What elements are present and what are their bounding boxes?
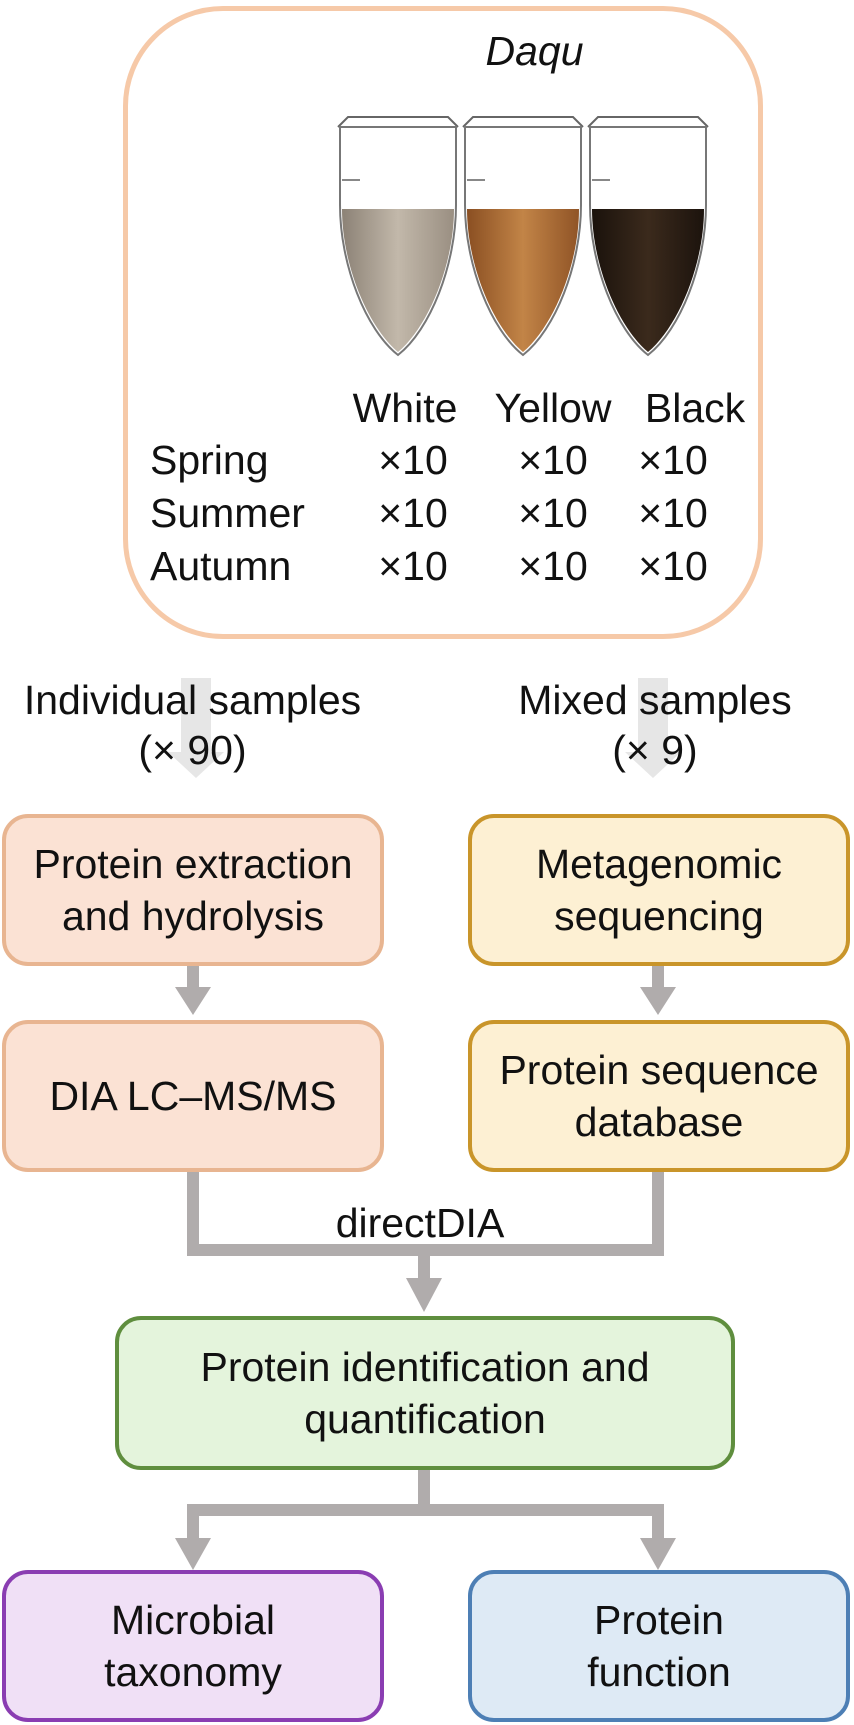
protein-extraction-box: Protein extraction and hydrolysis <box>2 814 384 966</box>
tube-white <box>337 116 459 357</box>
protein-function-label: Protein function <box>587 1597 731 1695</box>
sample-tubes-illustration <box>337 116 709 357</box>
count-cell: ×10 <box>638 490 708 536</box>
dia-lcms-box: DIA LC–MS/MS <box>2 1020 384 1172</box>
individual-samples-label: Individual samples (× 90) <box>23 677 362 773</box>
row-label-spring: Spring <box>150 437 269 483</box>
protein-identification-label: Protein identification and quantificatio… <box>200 1344 650 1442</box>
protein-sequence-database-label: Protein sequence database <box>499 1047 819 1145</box>
protein-extraction-label: Protein extraction and hydrolysis <box>33 841 353 939</box>
arrow <box>175 966 676 1570</box>
count-cell: ×10 <box>518 437 588 483</box>
count-cell: ×10 <box>518 543 588 589</box>
tube-yellow <box>462 116 584 357</box>
mixed-samples-label: Mixed samples (× 9) <box>518 677 792 773</box>
col-header-black: Black <box>644 385 746 431</box>
directdia-label: directDIA <box>335 1200 505 1246</box>
count-cell: ×10 <box>378 543 448 589</box>
count-cell: ×10 <box>378 437 448 483</box>
count-cell: ×10 <box>378 490 448 536</box>
tube-black <box>587 116 709 357</box>
row-label-autumn: Autumn <box>150 543 292 589</box>
protein-function-box: Protein function <box>468 1570 850 1722</box>
protein-identification-box: Protein identification and quantificatio… <box>115 1316 735 1470</box>
metagenomic-sequencing-label: Metagenomic sequencing <box>535 841 783 939</box>
daqu-title: Daqu <box>485 28 584 74</box>
microbial-taxonomy-box: Microbial taxonomy <box>2 1570 384 1722</box>
daqu-panel <box>123 6 763 639</box>
row-label-summer: Summer <box>150 490 305 536</box>
dia-lcms-label: DIA LC–MS/MS <box>49 1073 337 1119</box>
faint-down-arrow <box>625 678 681 778</box>
col-header-white: White <box>352 385 458 431</box>
count-cell: ×10 <box>638 543 708 589</box>
microbial-taxonomy-label: Microbial taxonomy <box>104 1597 282 1695</box>
col-header-yellow: Yellow <box>494 385 612 431</box>
protein-sequence-database-box: Protein sequence database <box>468 1020 850 1172</box>
count-cell: ×10 <box>518 490 588 536</box>
metagenomic-sequencing-box: Metagenomic sequencing <box>468 814 850 966</box>
faint-down-arrow <box>168 678 224 778</box>
count-cell: ×10 <box>638 437 708 483</box>
